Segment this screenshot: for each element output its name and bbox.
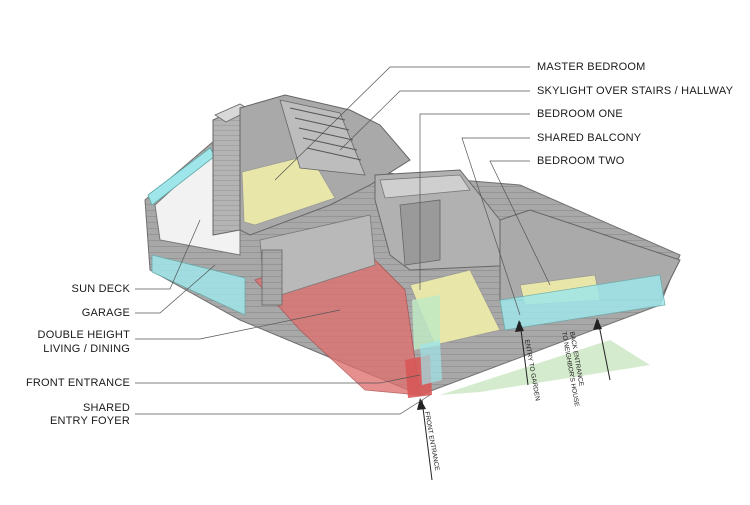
right-wing-walls xyxy=(499,209,681,301)
leader-lines-right xyxy=(274,66,551,316)
garage-glass xyxy=(151,254,246,316)
skylight-stairs xyxy=(279,99,366,176)
label-shared-balcony: SHARED BALCONY xyxy=(537,132,642,144)
back-entrance-arrow xyxy=(593,318,611,381)
wall-block-1 xyxy=(379,174,471,199)
garden-ground xyxy=(440,340,650,395)
front-entrance-arrow xyxy=(417,398,433,481)
stair-tower-front xyxy=(212,107,241,236)
entry-foyer-glass xyxy=(420,340,442,385)
label-master-bedroom: MASTER BEDROOM xyxy=(537,61,646,73)
label-skylight: SKYLIGHT OVER STAIRS / HALLWAY xyxy=(537,85,734,97)
label-bedroom-two: BEDROOM TWO xyxy=(537,155,625,167)
leader-lines-left xyxy=(135,219,431,415)
label-bedroom-one: BEDROOM ONE xyxy=(537,108,623,120)
label-sun-deck: SUN DECK xyxy=(71,283,130,295)
garden-entry-arrow xyxy=(515,320,529,386)
bedroom-one-glass xyxy=(412,295,440,350)
label-shared-entry-line2: ENTRY FOYER xyxy=(49,415,130,427)
living-window-slats xyxy=(261,249,283,306)
label-double-height-line2: LIVING / DINING xyxy=(43,343,130,355)
label-double-height-line1: DOUBLE HEIGHT xyxy=(37,329,130,341)
shared-balcony-glass xyxy=(499,274,666,331)
front-entrance-arrow-label: FRONT ENTRANCE xyxy=(423,411,440,472)
label-front-entrance: FRONT ENTRANCE xyxy=(25,377,130,389)
label-garage: GARAGE xyxy=(81,307,130,319)
label-shared-entry-line1: SHARED xyxy=(82,402,130,414)
